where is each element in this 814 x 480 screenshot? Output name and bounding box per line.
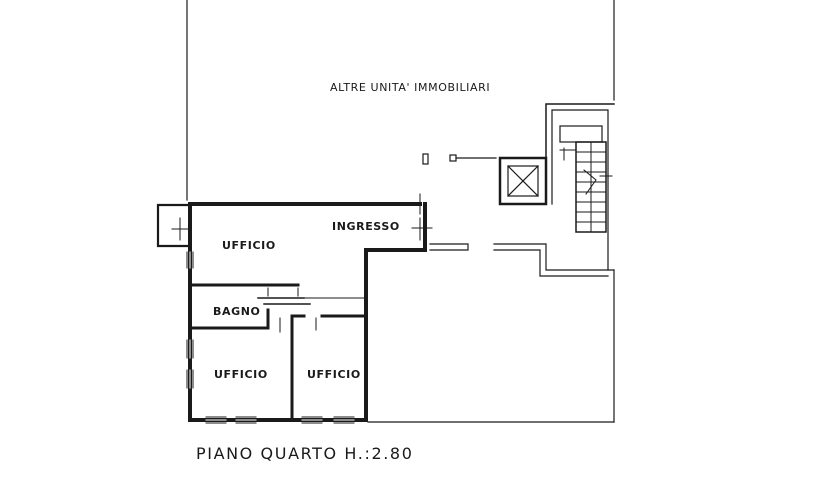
label-other-units: ALTRE UNITA' IMMOBILIARI	[330, 81, 491, 94]
balcony	[156, 203, 192, 248]
label-office-bottom-left: UFFICIO	[214, 368, 268, 381]
label-bathroom: BAGNO	[213, 305, 261, 318]
label-office-top: UFFICIO	[222, 239, 276, 252]
label-office-bottom-right: UFFICIO	[307, 368, 361, 381]
label-entrance: INGRESSO	[332, 220, 400, 233]
plan-caption: PIANO QUARTO H.:2.80	[196, 444, 414, 463]
stairwell-outer	[545, 103, 615, 205]
